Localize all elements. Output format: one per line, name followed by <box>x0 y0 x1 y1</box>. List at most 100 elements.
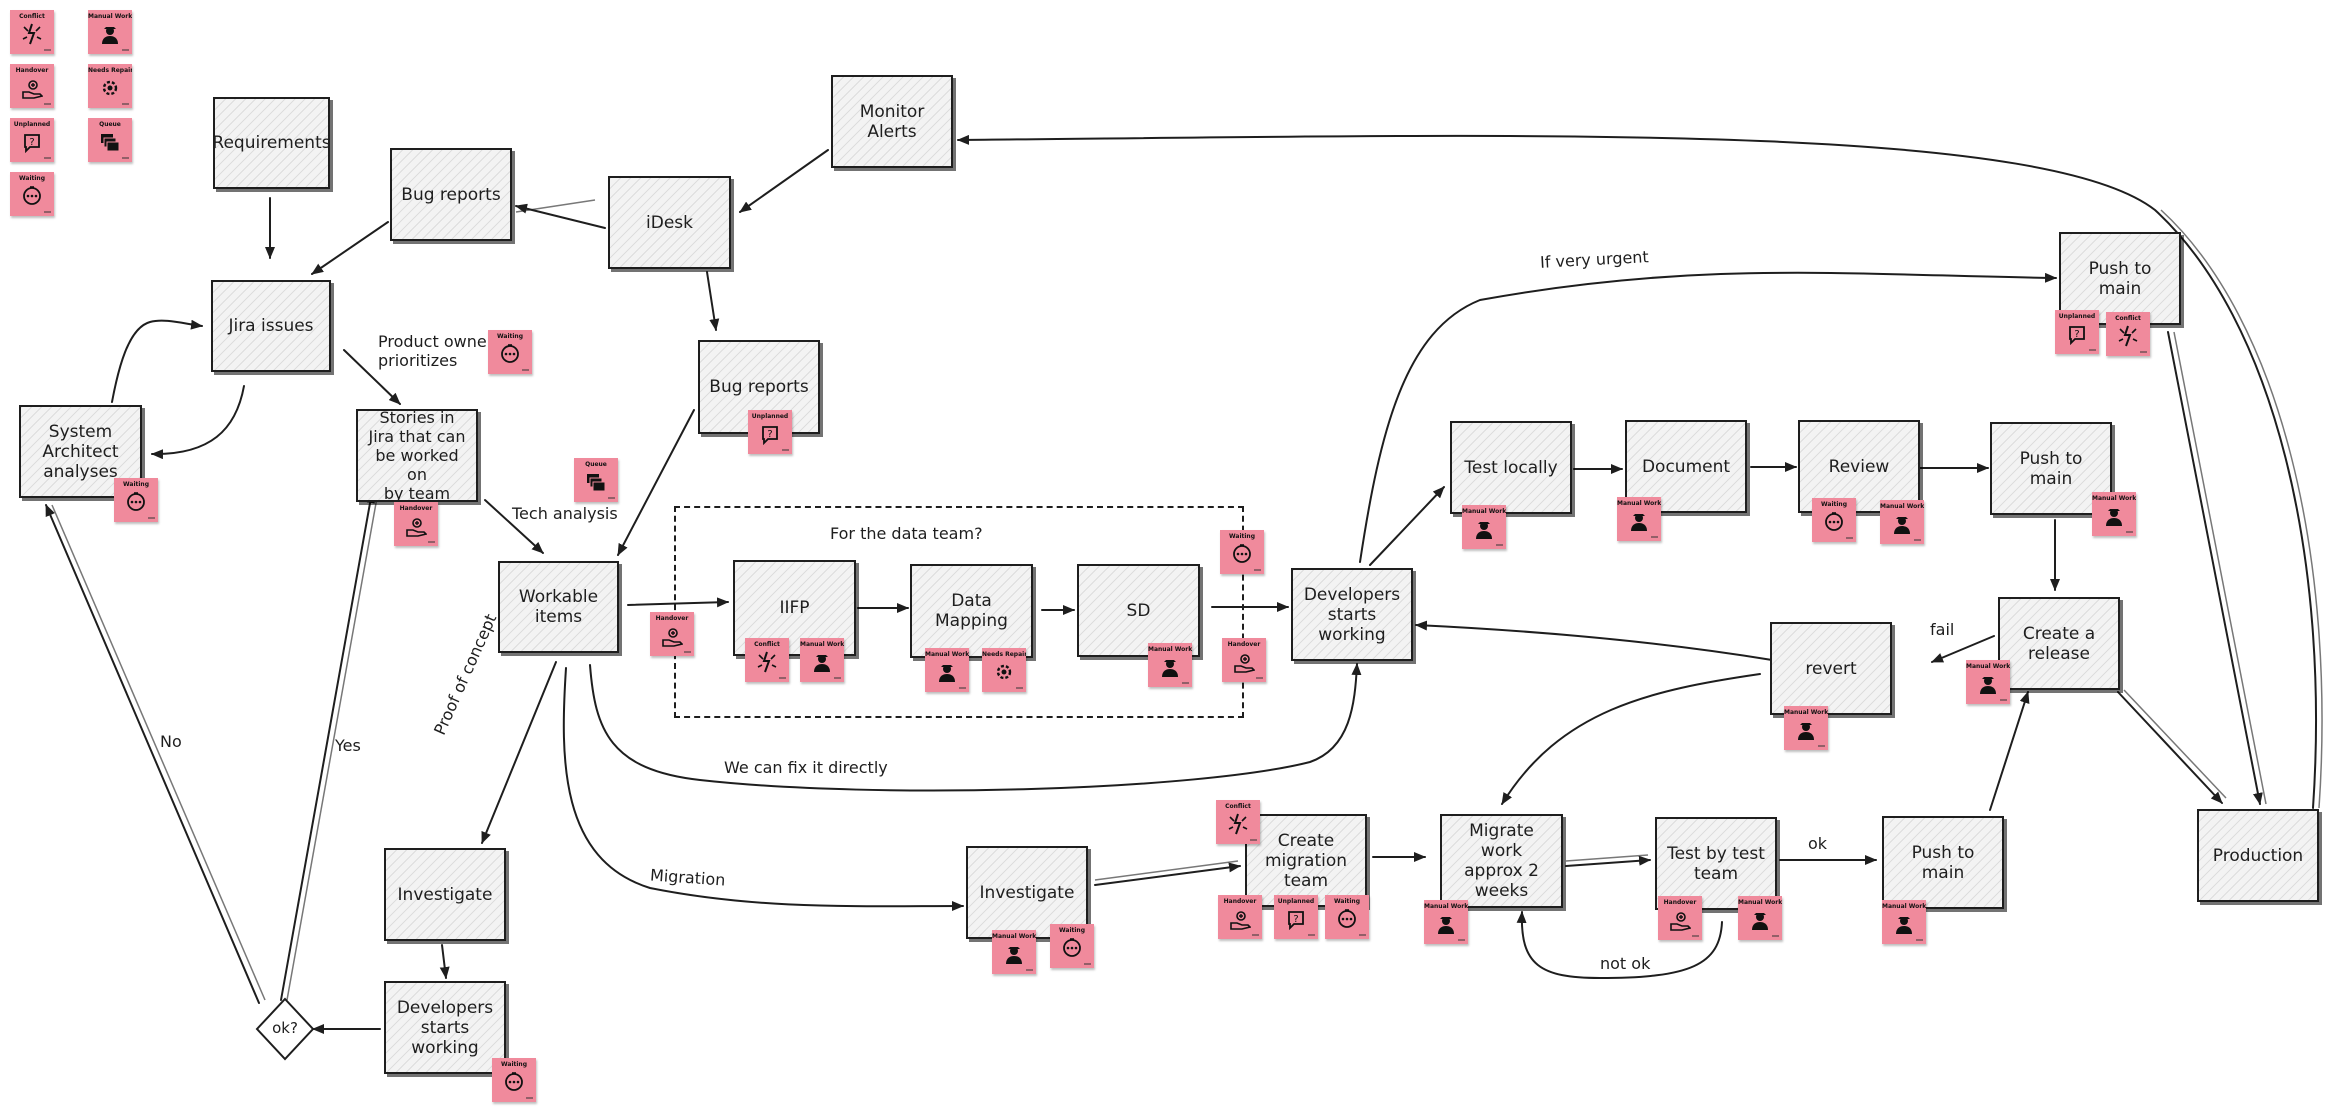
label-yes: Yes <box>335 736 361 755</box>
node-document[interactable]: Document <box>1625 420 1747 513</box>
sticky-needs-repair[interactable]: Needs Repair <box>88 64 132 108</box>
sticky-handover[interactable]: Handover <box>650 612 694 656</box>
sticky-manual-work[interactable]: Manual Work <box>800 638 844 682</box>
sticky-footer-mark <box>782 449 789 451</box>
arrow-pushtop-to-production <box>2167 331 2263 805</box>
decision-ok-label: ok? <box>272 1019 298 1037</box>
sticky-handover[interactable]: Handover <box>1218 895 1262 939</box>
sticky-conflict[interactable]: Conflict <box>2106 312 2150 356</box>
arrow-workable-to-iifp <box>627 597 729 608</box>
sticky-footer-mark <box>122 103 129 105</box>
sticky-manual-work[interactable]: Manual Work <box>1462 505 1506 549</box>
sticky-manual-work[interactable]: Manual Work <box>88 10 132 54</box>
node-developers-main[interactable]: Developers starts working <box>1291 568 1413 661</box>
node-bug-reports-top[interactable]: Bug reports <box>390 148 512 241</box>
node-push-to-main-mid[interactable]: Push to main <box>1990 422 2112 515</box>
arrow-revert-to-developers <box>1415 620 1773 661</box>
sticky-conflict[interactable]: Conflict <box>1216 800 1260 844</box>
node-sd[interactable]: SD <box>1077 564 1200 657</box>
sticky-manual-work[interactable]: Manual Work <box>925 648 969 692</box>
sticky-footer-mark <box>1256 677 1263 679</box>
arrow-test-to-migrate-notok <box>1516 911 1723 980</box>
sticky-manual-work[interactable]: Manual Work <box>1966 660 2010 704</box>
sticky-waiting[interactable]: Waiting <box>114 478 158 522</box>
sticky-title: Conflict <box>2115 315 2141 322</box>
label-not-ok: not ok <box>1600 954 1651 973</box>
node-requirements[interactable]: Requirements <box>212 97 331 189</box>
node-investigate-mid[interactable]: Investigate <box>966 846 1088 939</box>
node-revert[interactable]: revert <box>1770 622 1892 715</box>
sticky-footer-mark <box>1250 839 1257 841</box>
sticky-waiting[interactable]: Waiting <box>1812 498 1856 542</box>
node-investigate-left[interactable]: Investigate <box>384 848 506 941</box>
node-create-release[interactable]: Create a release <box>1998 597 2120 690</box>
node-push-to-main-top[interactable]: Push to main <box>2059 232 2181 325</box>
node-developers-left[interactable]: Developers starts working <box>384 981 506 1074</box>
node-test-by-team[interactable]: Test by test team <box>1655 817 1777 910</box>
sticky-title: Manual Work <box>800 641 844 648</box>
node-workable-items[interactable]: Workable items <box>498 561 619 653</box>
sticky-title: Waiting <box>18 175 45 182</box>
sticky-waiting[interactable]: Waiting <box>1220 530 1264 574</box>
sticky-manual-work[interactable]: Manual Work <box>2092 492 2136 536</box>
label-tech-analysis: Tech analysis <box>512 504 618 523</box>
sticky-title: Waiting <box>1228 533 1255 540</box>
node-monitor-alerts[interactable]: Monitor Alerts <box>831 75 953 168</box>
sticky-handover[interactable]: Handover <box>1658 896 1702 940</box>
sticky-footer-mark <box>2000 699 2007 701</box>
decision-ok[interactable]: ok? <box>255 997 315 1061</box>
sticky-handover[interactable]: Handover <box>1222 638 1266 682</box>
sticky-manual-work[interactable]: Manual Work <box>1617 497 1661 541</box>
sticky-queue[interactable]: Queue <box>574 458 618 502</box>
node-data-mapping[interactable]: Data Mapping <box>910 564 1033 658</box>
sticky-waiting[interactable]: Waiting <box>492 1058 536 1102</box>
waiting-icon <box>1825 512 1843 531</box>
node-stories[interactable]: Stories in Jira that can be worked on by… <box>356 408 478 503</box>
node-jira-issues[interactable]: Jira issues <box>211 280 331 372</box>
sticky-waiting[interactable]: Waiting <box>1050 924 1094 968</box>
sticky-waiting[interactable]: Waiting <box>488 330 532 374</box>
sticky-title: Handover <box>399 505 433 512</box>
sticky-manual-work[interactable]: Manual Work <box>1424 900 1468 944</box>
svg-text:?: ? <box>767 429 772 440</box>
sticky-manual-work[interactable]: Manual Work <box>1738 896 1782 940</box>
sticky-queue[interactable]: Queue <box>88 118 132 162</box>
sticky-manual-work[interactable]: Manual Work <box>1148 643 1192 687</box>
sticky-unplanned[interactable]: Unplanned? <box>2055 310 2099 354</box>
sticky-handover[interactable]: Handover <box>10 64 54 108</box>
node-idesk[interactable]: iDesk <box>608 176 731 269</box>
sticky-title: Manual Work <box>1148 646 1192 653</box>
sticky-title: Conflict <box>19 13 45 20</box>
decision-diamond-shape <box>255 997 315 1061</box>
sticky-waiting[interactable]: Waiting <box>1325 895 1369 939</box>
arrow-stories-to-workable <box>484 499 544 554</box>
waiting-icon <box>1233 544 1251 563</box>
sticky-footer-mark <box>2126 531 2133 533</box>
sticky-unplanned[interactable]: Unplanned? <box>1274 895 1318 939</box>
node-create-migration[interactable]: Create migration team <box>1245 814 1367 907</box>
sticky-manual-work[interactable]: Manual Work <box>992 930 1036 974</box>
node-migrate-work[interactable]: Migrate work approx 2 weeks <box>1440 814 1563 908</box>
sticky-manual-work[interactable]: Manual Work <box>1784 706 1828 750</box>
sticky-unplanned[interactable]: Unplanned? <box>10 118 54 162</box>
arrow-revert-to-migrate <box>1501 673 1761 805</box>
sticky-conflict[interactable]: Conflict <box>745 638 789 682</box>
sticky-footer-mark <box>44 49 51 51</box>
arrow-double-stroke-4 <box>51 504 266 1001</box>
needs-repair-icon <box>102 80 118 96</box>
sticky-manual-work[interactable]: Manual Work <box>1882 900 1926 944</box>
sticky-title: Manual Work <box>992 933 1036 940</box>
sticky-conflict[interactable]: Conflict <box>10 10 54 54</box>
node-test-locally[interactable]: Test locally <box>1450 421 1572 514</box>
sticky-handover[interactable]: Handover <box>394 502 438 546</box>
node-review[interactable]: Review <box>1798 420 1920 513</box>
conflict-icon <box>1228 813 1248 835</box>
node-push-to-main-bottom[interactable]: Push to main <box>1882 816 2004 909</box>
sticky-needs-repair[interactable]: Needs Repair <box>982 648 1026 692</box>
sticky-unplanned[interactable]: Unplanned? <box>748 410 792 454</box>
node-production[interactable]: Production <box>2197 809 2319 902</box>
sticky-footer-mark <box>608 497 615 499</box>
sticky-footer-mark <box>1692 935 1699 937</box>
sticky-waiting[interactable]: Waiting <box>10 172 54 216</box>
sticky-manual-work[interactable]: Manual Work <box>1880 500 1924 544</box>
